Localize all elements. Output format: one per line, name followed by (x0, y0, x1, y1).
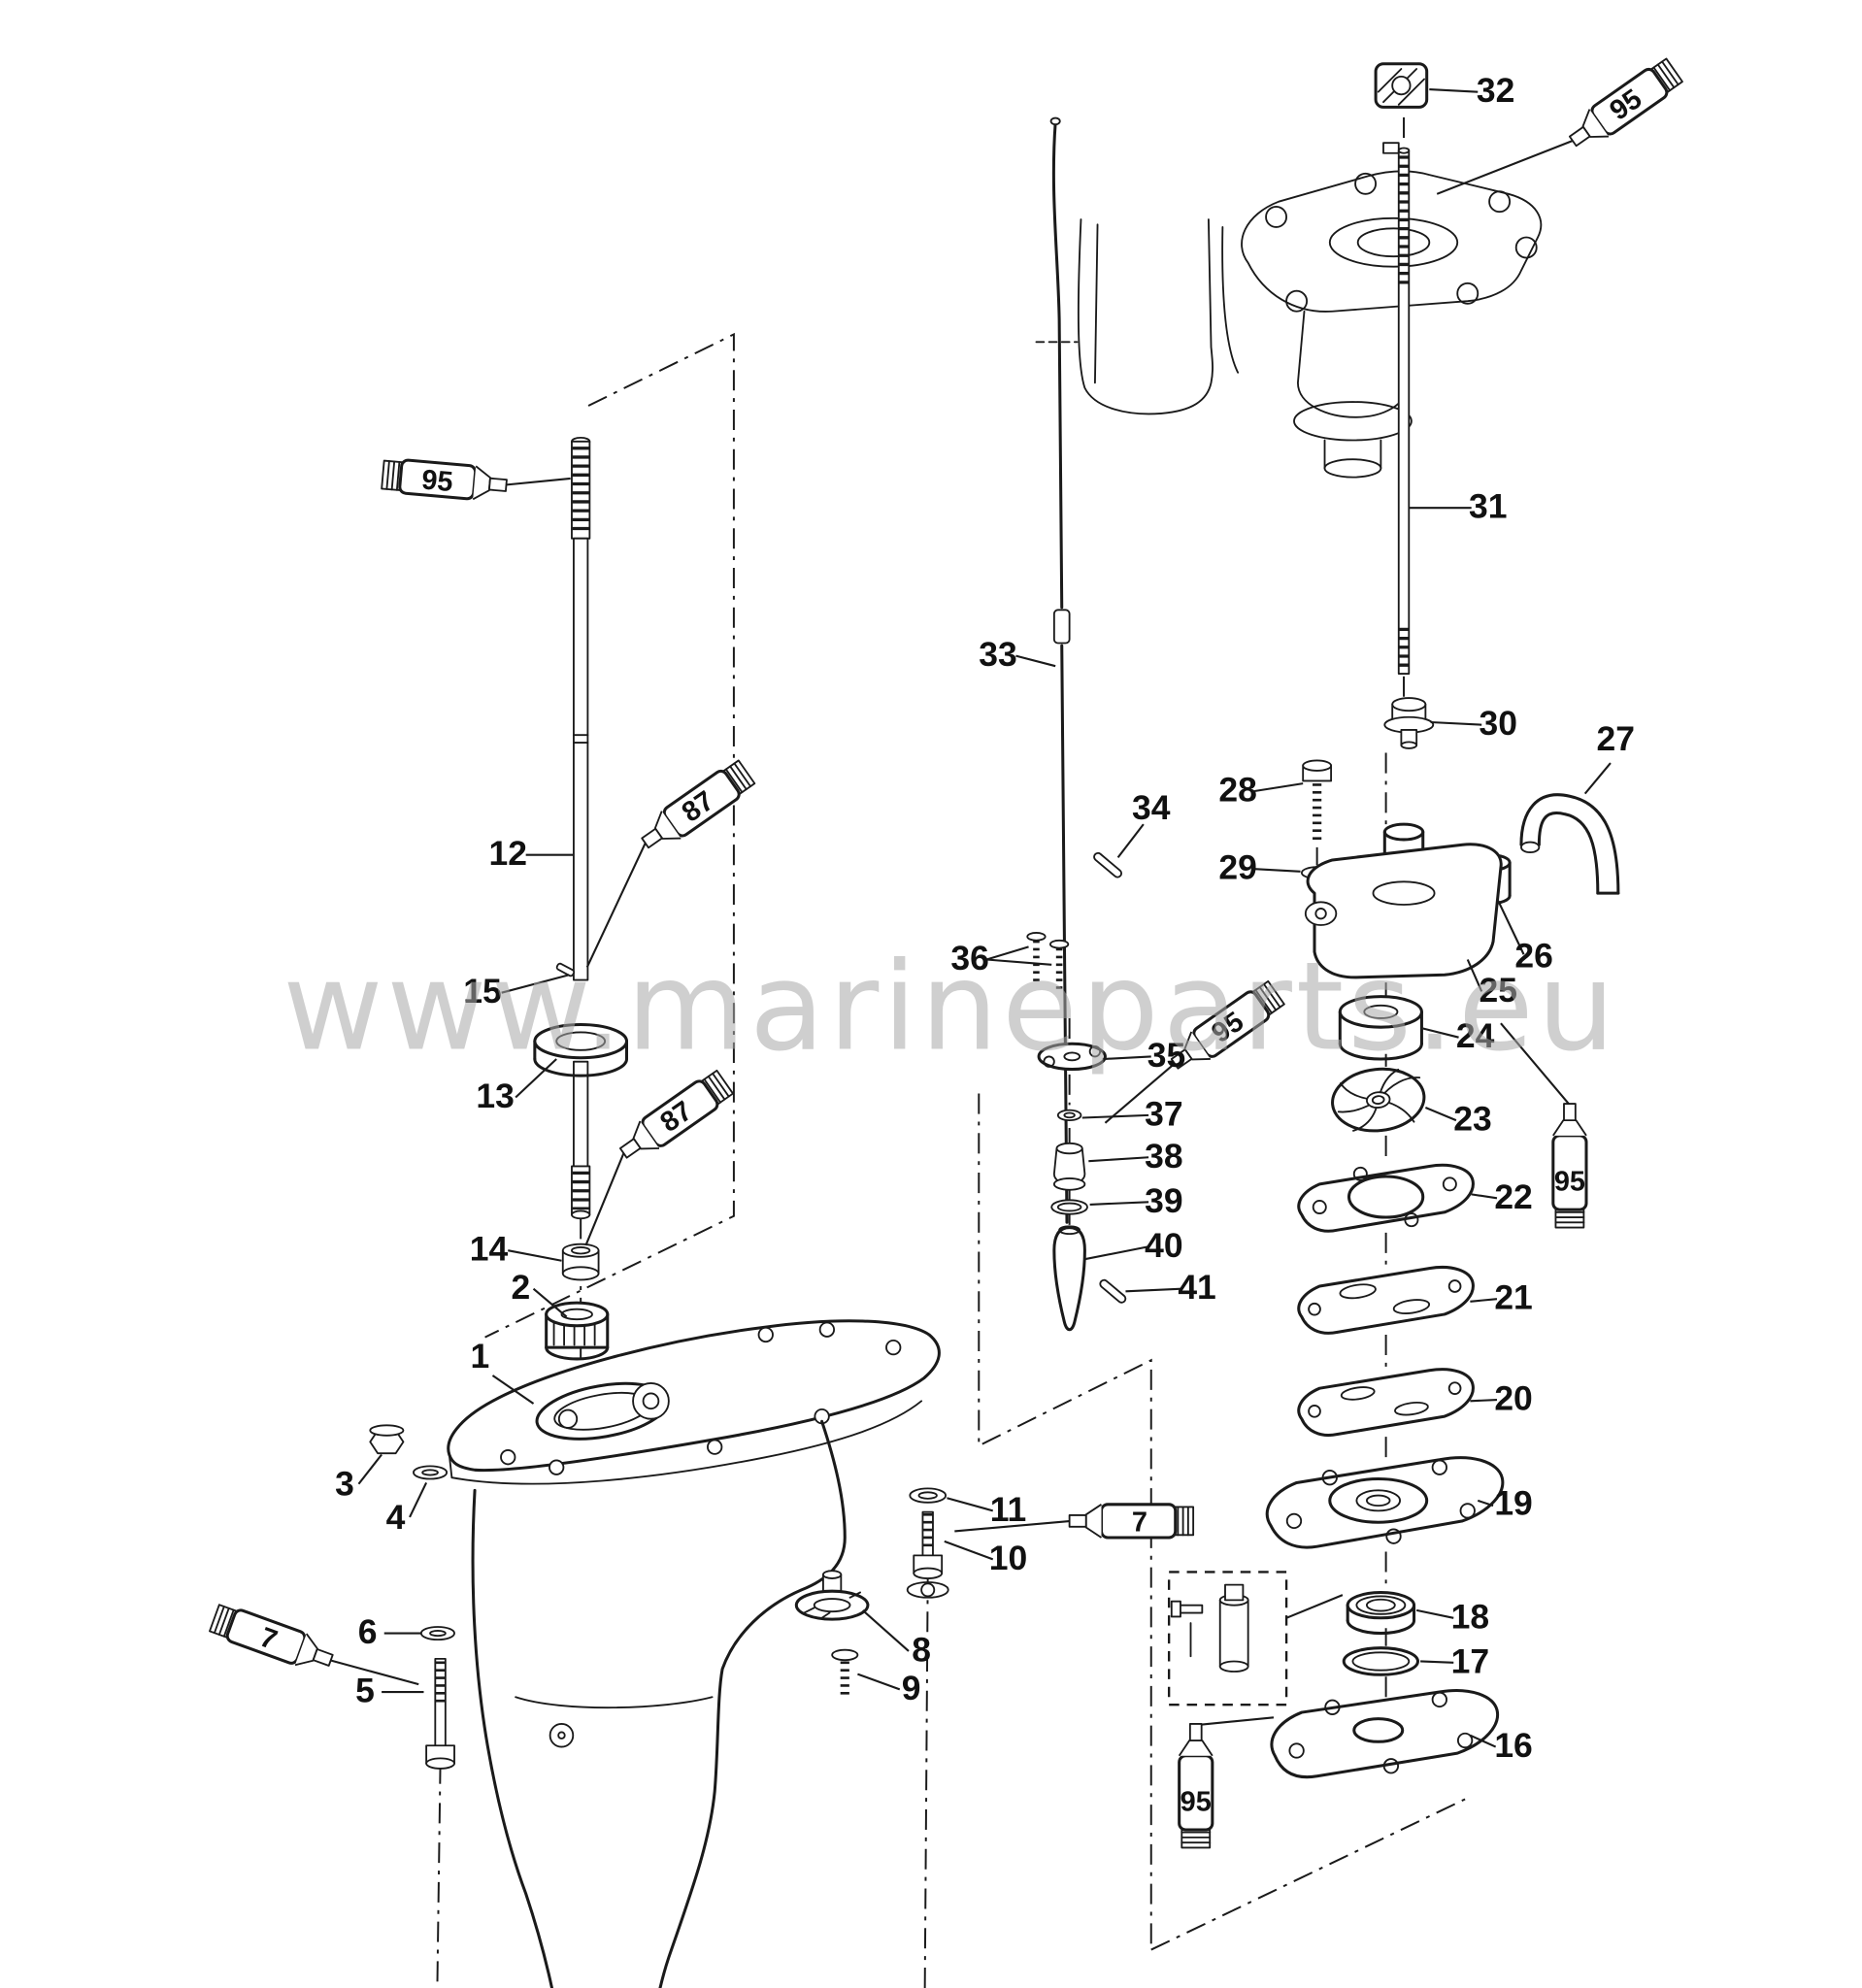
part-label-10: 10 (989, 1539, 1027, 1577)
part-10-bolt (913, 1510, 944, 1579)
part-label-1: 1 (470, 1337, 489, 1375)
part-label-16: 16 (1494, 1726, 1532, 1765)
part-35-retainer-plate (1037, 1042, 1107, 1072)
part-6-washer (419, 1626, 455, 1641)
speedometer-kit-box (1167, 1571, 1344, 1706)
part-label-22: 22 (1494, 1177, 1532, 1216)
part-20-gasket (1297, 1368, 1475, 1437)
part-label-34: 34 (1132, 788, 1171, 827)
part-label-4-upper: 4 (386, 1498, 406, 1537)
part-label-36: 36 (950, 939, 988, 977)
part-label-39: 39 (1145, 1181, 1182, 1220)
part-5-bolt (425, 1657, 455, 1770)
part-label-18: 18 (1451, 1597, 1489, 1636)
part-label-6: 6 (358, 1612, 378, 1651)
part-label-41: 41 (1178, 1268, 1215, 1307)
part-label-25: 25 (1480, 971, 1517, 1010)
part-41-pin (1099, 1278, 1127, 1304)
part-label-19: 19 (1494, 1483, 1532, 1522)
part-22-gasket-plate (1297, 1163, 1475, 1233)
part-12-driveshaft (571, 436, 591, 1220)
part-label-3-upper: 3 (335, 1465, 354, 1504)
part-13-bearing (533, 1023, 629, 1077)
part-24-insert-cup (1338, 995, 1423, 1061)
tube-label-7-right: 7 (1132, 1507, 1147, 1538)
part-38-grommet (1052, 1142, 1086, 1191)
part-36-screws (1026, 931, 1070, 993)
part-33-shift-rod (1049, 116, 1071, 1224)
part-30-bushing (1383, 697, 1435, 749)
part-16-gasket (1270, 1689, 1500, 1779)
part-label-31: 31 (1469, 487, 1507, 526)
part-40-boot (1052, 1225, 1086, 1332)
tube-label-95-left: 95 (420, 464, 454, 498)
part-label-2: 2 (512, 1268, 531, 1307)
part-label-14: 14 (470, 1230, 509, 1269)
part-label-5: 5 (355, 1672, 375, 1710)
part-27-hose (1519, 793, 1620, 895)
part-label-20: 20 (1494, 1379, 1532, 1418)
part-25-water-pump-housing (1304, 822, 1503, 979)
part-label-17: 17 (1451, 1641, 1489, 1680)
part-32-grommet (1374, 62, 1429, 109)
watermark: www.marineparts.eu (283, 936, 1618, 1078)
part-label-9: 9 (902, 1669, 921, 1707)
part-label-28: 28 (1218, 771, 1256, 810)
tube-label-95-bottom: 95 (1180, 1786, 1212, 1817)
part-3-nut-upper (369, 1424, 405, 1455)
part-1-gearcase-housing (447, 1319, 949, 1988)
part-label-40: 40 (1145, 1226, 1182, 1265)
part-label-23: 23 (1453, 1100, 1491, 1139)
part-label-37: 37 (1145, 1094, 1182, 1133)
part-14-bushing (561, 1242, 600, 1281)
driveshaft-housing-cutaway (1035, 218, 1240, 415)
part-15-pin (555, 962, 576, 977)
part-18-seal (1346, 1590, 1416, 1636)
part-label-21: 21 (1494, 1278, 1532, 1317)
part-37-ring (1056, 1109, 1082, 1122)
part-4-washer-upper (413, 1465, 449, 1480)
part-28-bolt (1302, 759, 1333, 843)
part-label-33: 33 (979, 635, 1016, 674)
part-39-o-ring (1050, 1199, 1088, 1215)
part-label-12: 12 (488, 834, 526, 873)
part-label-27: 27 (1596, 719, 1634, 758)
part-label-26: 26 (1514, 936, 1552, 975)
part-34-pin (1093, 851, 1122, 878)
leader-lines (328, 87, 1612, 1748)
part-label-8: 8 (912, 1630, 931, 1669)
part-label-38: 38 (1145, 1137, 1182, 1176)
part-label-30: 30 (1480, 704, 1517, 743)
part-31-driveshaft-upper (1397, 147, 1411, 675)
part-23-impeller (1331, 1067, 1426, 1133)
part-label-15: 15 (463, 972, 501, 1011)
part-label-11: 11 (990, 1490, 1027, 1529)
powerhead-adapter-cutaway (1241, 142, 1543, 479)
part-21-face-plate (1297, 1266, 1475, 1335)
part-19-pump-base (1265, 1456, 1505, 1549)
part-label-29: 29 (1218, 848, 1256, 887)
part-9-screw (831, 1648, 859, 1695)
part-17-o-ring (1342, 1646, 1419, 1676)
part-2-bearing (545, 1301, 610, 1361)
part-label-24: 24 (1456, 1016, 1495, 1055)
part-11-washer (909, 1487, 948, 1504)
part-label-32: 32 (1477, 71, 1514, 110)
callout-labels: 12 15 13 14 2 1 3 4 6 5 3 4 8 9 11 10 7 … (335, 71, 1635, 1765)
tube-label-95-right: 95 (1554, 1166, 1585, 1197)
part-label-13: 13 (476, 1077, 514, 1115)
part-8-water-pickup (794, 1570, 870, 1621)
part-label-35: 35 (1147, 1036, 1185, 1075)
